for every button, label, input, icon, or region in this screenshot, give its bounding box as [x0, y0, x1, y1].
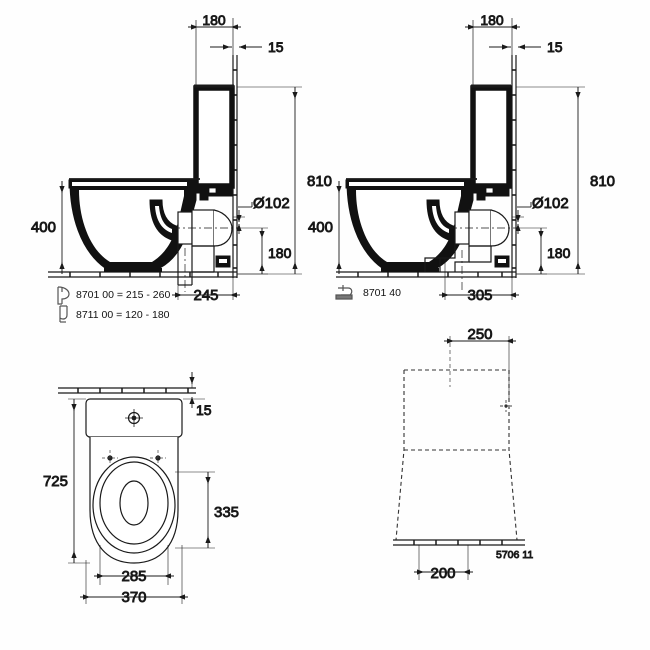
pedestal-centre-mark — [500, 400, 512, 412]
cistern-right — [469, 84, 512, 201]
product-code-5706-11: 5706 11 — [496, 549, 533, 561]
dim-15-plan: 15 — [196, 402, 212, 418]
wall-line-plan — [58, 387, 196, 394]
dim-250-pedestal: 250 — [467, 326, 492, 343]
dimensions-left: 180 15 810 400 180 Ø102 — [31, 12, 333, 305]
legend-code-8701-40: 8701 40 — [363, 287, 401, 299]
view-side-elevation-p-trap — [336, 55, 517, 292]
dim-15-right: 15 — [547, 39, 563, 55]
p-trap-icon — [57, 286, 70, 305]
floor-line-right — [336, 271, 516, 278]
s-trap-icon — [59, 305, 68, 323]
fixing-holes-plan — [102, 450, 166, 466]
view-pedestal — [393, 369, 525, 546]
legend-code-8701-00: 8701 00 = 215 - 260 — [76, 289, 170, 301]
dim-400-right: 400 — [308, 219, 333, 236]
dim-180-outlet-right: 180 — [547, 245, 571, 261]
seat-plan — [92, 456, 176, 554]
dim-285-plan: 285 — [121, 568, 146, 585]
dim-180-outlet-left: 180 — [268, 245, 292, 261]
dim-200-pedestal: 200 — [430, 565, 455, 582]
toilet-bowl-right — [345, 178, 477, 272]
pedestal-outline — [395, 369, 518, 541]
horizontal-outlet-icon — [335, 285, 353, 300]
dim-725-plan: 725 — [43, 473, 68, 490]
dimensions-right: 180 15 810 400 180 Ø102 305 — [308, 12, 616, 305]
dim-810-left: 810 — [307, 173, 332, 190]
cistern-plan — [85, 398, 183, 438]
dim-180-top-right: 180 — [480, 12, 504, 28]
fixing-detail-left — [215, 255, 231, 268]
floor-line-pedestal — [393, 539, 525, 546]
fixing-detail-right — [494, 255, 510, 268]
dim-810-right: 810 — [590, 173, 615, 190]
outlet-connector-left — [172, 209, 238, 292]
view-plan — [58, 387, 196, 564]
legend-left: 8701 00 = 215 - 260 8711 00 = 120 - 180 — [57, 286, 170, 323]
dim-diameter-right: Ø102 — [532, 195, 569, 212]
dim-15-left: 15 — [268, 39, 284, 55]
bowl-plan — [89, 437, 179, 564]
dim-305-right: 305 — [467, 287, 492, 304]
legend-right: 8701 40 — [335, 285, 401, 300]
outlet-connector-right — [424, 209, 516, 292]
dim-diameter-left: Ø102 — [253, 195, 290, 212]
dim-245-left: 245 — [193, 287, 218, 304]
cistern-left — [192, 84, 235, 201]
dim-370-plan: 370 — [121, 589, 146, 606]
dim-180-top-left: 180 — [202, 12, 226, 28]
view-side-elevation-s-trap — [48, 55, 238, 292]
dimensions-pedestal: 250 200 5706 11 — [414, 326, 534, 582]
dim-400-left: 400 — [31, 219, 56, 236]
dim-335-plan: 335 — [214, 504, 239, 521]
dimensions-plan: 725 15 335 285 370 — [43, 372, 239, 606]
legend-code-8711-00: 8711 00 = 120 - 180 — [76, 309, 170, 321]
